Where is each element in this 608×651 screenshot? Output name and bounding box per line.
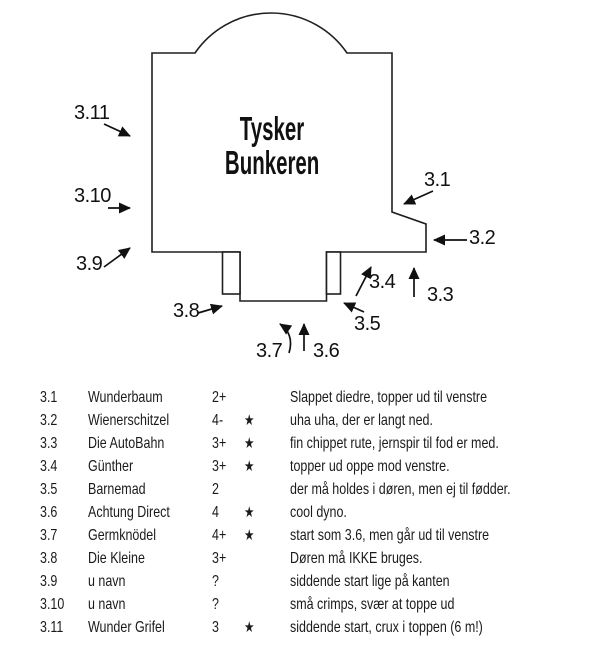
route-description: topper ud oppe mod venstre. [290,458,450,475]
route-star: ★ [244,527,255,544]
route-star [244,386,290,409]
route-star [244,570,290,593]
route-number: 3.9 [40,573,58,590]
route-grade: ? [212,573,219,590]
route-table: 3.1 Wunderbaum 2+ Slappet diedre, topper… [40,386,600,639]
route-number: 3.4 [40,458,58,475]
bunker-outline [151,12,427,302]
arrow-3-5 [343,302,365,313]
table-row: 3.6 Achtung Direct 4 ★ cool dyno. [40,501,600,524]
route-grade: 3 [212,619,219,636]
route-number: 3.7 [40,527,58,544]
diagram-title: Tysker Bunkeren [152,112,392,180]
route-number: 3.10 [40,596,65,613]
route-number: 3.6 [40,504,58,521]
route-name: Wunder Grifel [88,619,165,636]
route-star: ★ [244,435,255,452]
route-grade: 3+ [212,458,227,475]
route-grade: 3+ [212,435,227,452]
arrow-3-8 [197,303,223,315]
route-label-3-2: 3.2 [469,227,496,249]
route-label-3-5: 3.5 [354,313,381,335]
table-row: 3.3 Die AutoBahn 3+ ★ fin chippet rute, … [40,432,600,455]
arrow-3-7 [279,323,293,354]
door-post-right [325,251,342,295]
route-description: siddende start, crux i toppen (6 m!) [290,619,483,636]
table-row: 3.8 Die Kleine 3+ Døren må IKKE bruges. [40,547,600,570]
table-row: 3.4 Günther 3+ ★ topper ud oppe mod vens… [40,455,600,478]
arrow-3-11 [103,123,131,137]
route-number: 3.5 [40,481,58,498]
table-row: 3.2 Wienerschitzel 4- ★ uha uha, der er … [40,409,600,432]
route-label-3-7: 3.7 [256,340,283,362]
route-star: ★ [244,504,255,521]
route-label-3-9: 3.9 [76,253,103,275]
route-label-3-4: 3.4 [369,271,396,293]
route-label-3-6: 3.6 [313,340,340,362]
route-star: ★ [244,412,255,429]
route-description: siddende start lige på kanten [290,573,450,590]
route-star [244,547,290,570]
table-row: 3.11 Wunder Grifel 3 ★ siddende start, c… [40,616,600,639]
door-post-left [221,251,241,295]
route-name: Wunderbaum [88,389,163,406]
route-grade: ? [212,596,219,613]
arrow-3-1 [403,190,434,205]
route-description: start som 3.6, men går ud til venstre [290,527,490,544]
route-number: 3.1 [40,389,58,406]
table-row: 3.9 u navn ? siddende start lige på kant… [40,570,600,593]
route-description: Døren må IKKE bruges. [290,550,423,567]
route-name: u navn [88,596,126,613]
route-grade: 3+ [212,550,227,567]
route-label-3-8: 3.8 [173,300,200,322]
route-name: Barnemad [88,481,146,498]
route-number: 3.8 [40,550,58,567]
route-name: Die Kleine [88,550,145,567]
route-name: Achtung Direct [88,504,170,521]
bunker-topo-drawing [103,12,467,354]
route-name: Wienerschitzel [88,412,170,429]
table-row: 3.5 Barnemad 2 der må holdes i døren, me… [40,478,600,501]
route-name: u navn [88,573,126,590]
route-star [244,478,290,501]
route-description: der må holdes i døren, men ej til fødder… [290,481,511,498]
diagram-title-line1: Tysker [239,110,305,147]
route-grade: 4- [212,412,224,429]
route-label-3-11: 3.11 [74,102,110,124]
table-row: 3.10 u navn ? små crimps, svær at toppe … [40,593,600,616]
route-label-3-3: 3.3 [427,284,454,306]
route-star [244,593,290,616]
route-star: ★ [244,458,255,475]
route-number: 3.3 [40,435,58,452]
route-star: ★ [244,619,255,636]
route-label-3-10: 3.10 [74,185,111,207]
route-description: cool dyno. [290,504,347,521]
arrow-3-4 [355,266,372,297]
table-row: 3.7 Germknödel 4+ ★ start som 3.6, men g… [40,524,600,547]
route-grade: 4 [212,504,219,521]
route-name: Germknödel [88,527,156,544]
route-grade: 4+ [212,527,227,544]
route-number: 3.2 [40,412,58,429]
route-grade: 2 [212,481,219,498]
route-number: 3.11 [40,619,64,636]
diagram-title-line2: Bunkeren [224,144,320,181]
route-arrows [103,123,467,354]
route-name: Günther [88,458,134,475]
route-description: små crimps, svær at toppe ud [290,596,455,613]
arrow-3-9 [103,247,131,268]
table-row: 3.1 Wunderbaum 2+ Slappet diedre, topper… [40,386,600,409]
route-label-3-1: 3.1 [424,169,451,191]
route-description: Slappet diedre, topper ud til venstre [290,389,488,406]
route-description: uha uha, der er langt ned. [290,412,433,429]
route-name: Die AutoBahn [88,435,165,452]
route-grade: 2+ [212,389,227,406]
route-description: fin chippet rute, jernspir til fod er me… [290,435,499,452]
